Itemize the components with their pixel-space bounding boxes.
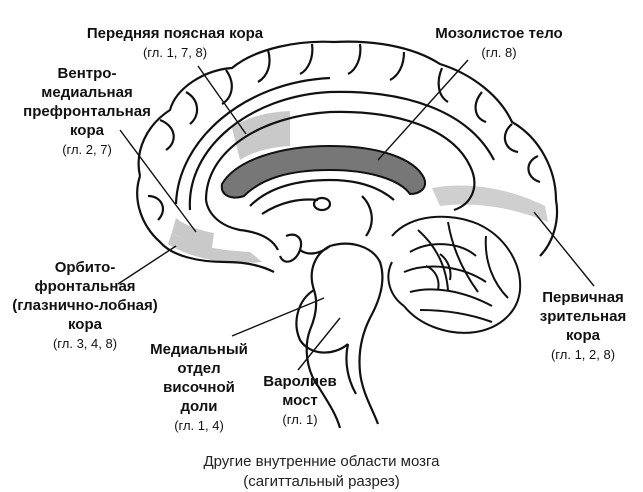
leader-pons: [297, 317, 341, 371]
label-corpus-callosum: Мозолистое тело (гл. 8): [404, 24, 594, 62]
pons-bulge: [295, 289, 349, 354]
brainstem: [295, 242, 384, 429]
label-ref: (гл. 8): [481, 45, 517, 60]
label-title: Передняя поясная кора: [86, 25, 264, 42]
leader-lines: [117, 59, 595, 371]
brain-outline: [136, 40, 559, 273]
leader-orbitofrontal: [117, 245, 177, 285]
label-ref: (гл. 1, 7, 8): [142, 45, 208, 60]
corpus-callosum-region: [220, 144, 426, 199]
label-title: Мозолистое тело: [435, 25, 563, 42]
leader-medial-temporal: [231, 297, 325, 337]
label-ref: (гл. 3, 4, 8): [52, 336, 118, 351]
label-primary-visual: Первичная зрительная кора (гл. 1, 2, 8): [526, 288, 640, 364]
label-title: Вентро- медиальная префронтальная кора: [23, 65, 151, 139]
caption-line-1: Другие внутренние области мозга: [203, 453, 440, 470]
caption-line-2: (сагиттальный разрез): [243, 473, 400, 490]
label-title: Первичная зрительная кора: [539, 289, 627, 344]
label-ref: (гл. 1, 2, 8): [550, 347, 616, 362]
label-ref: (гл. 1, 4): [174, 418, 224, 433]
label-ventromedial-pfc: Вентро- медиальная префронтальная кора (…: [12, 64, 162, 159]
leader-primary-visual: [533, 211, 595, 287]
leader-corpus-callosum: [377, 59, 469, 161]
label-title: Медиальный отдел височной доли: [150, 341, 248, 415]
leader-ventromedial-pfc: [119, 129, 197, 233]
label-title: Орбито- фронтальная (глазнично-лобная) к…: [12, 259, 158, 333]
label-medial-temporal: Медиальный отдел височной доли (гл. 1, 4…: [136, 340, 262, 435]
primary-visual-region: [432, 185, 548, 222]
leader-anterior-cingulate: [197, 65, 247, 135]
label-ref: (гл. 2, 7): [62, 142, 112, 157]
figure-caption: Другие внутренние области мозга (сагитта…: [0, 452, 643, 492]
label-ref: (гл. 1): [282, 412, 318, 427]
cerebellum: [387, 215, 522, 334]
label-title: Варолиев мост: [263, 373, 337, 409]
label-pons: Варолиев мост (гл. 1): [250, 372, 350, 429]
label-orbitofrontal: Орбито- фронтальная (глазнично-лобная) к…: [0, 258, 170, 353]
highlight-regions: [168, 111, 548, 264]
label-anterior-cingulate: Передняя поясная кора (гл. 1, 7, 8): [70, 24, 280, 62]
ventromedial-pfc-region: [172, 218, 214, 248]
orbitofrontal-region: [168, 232, 262, 264]
